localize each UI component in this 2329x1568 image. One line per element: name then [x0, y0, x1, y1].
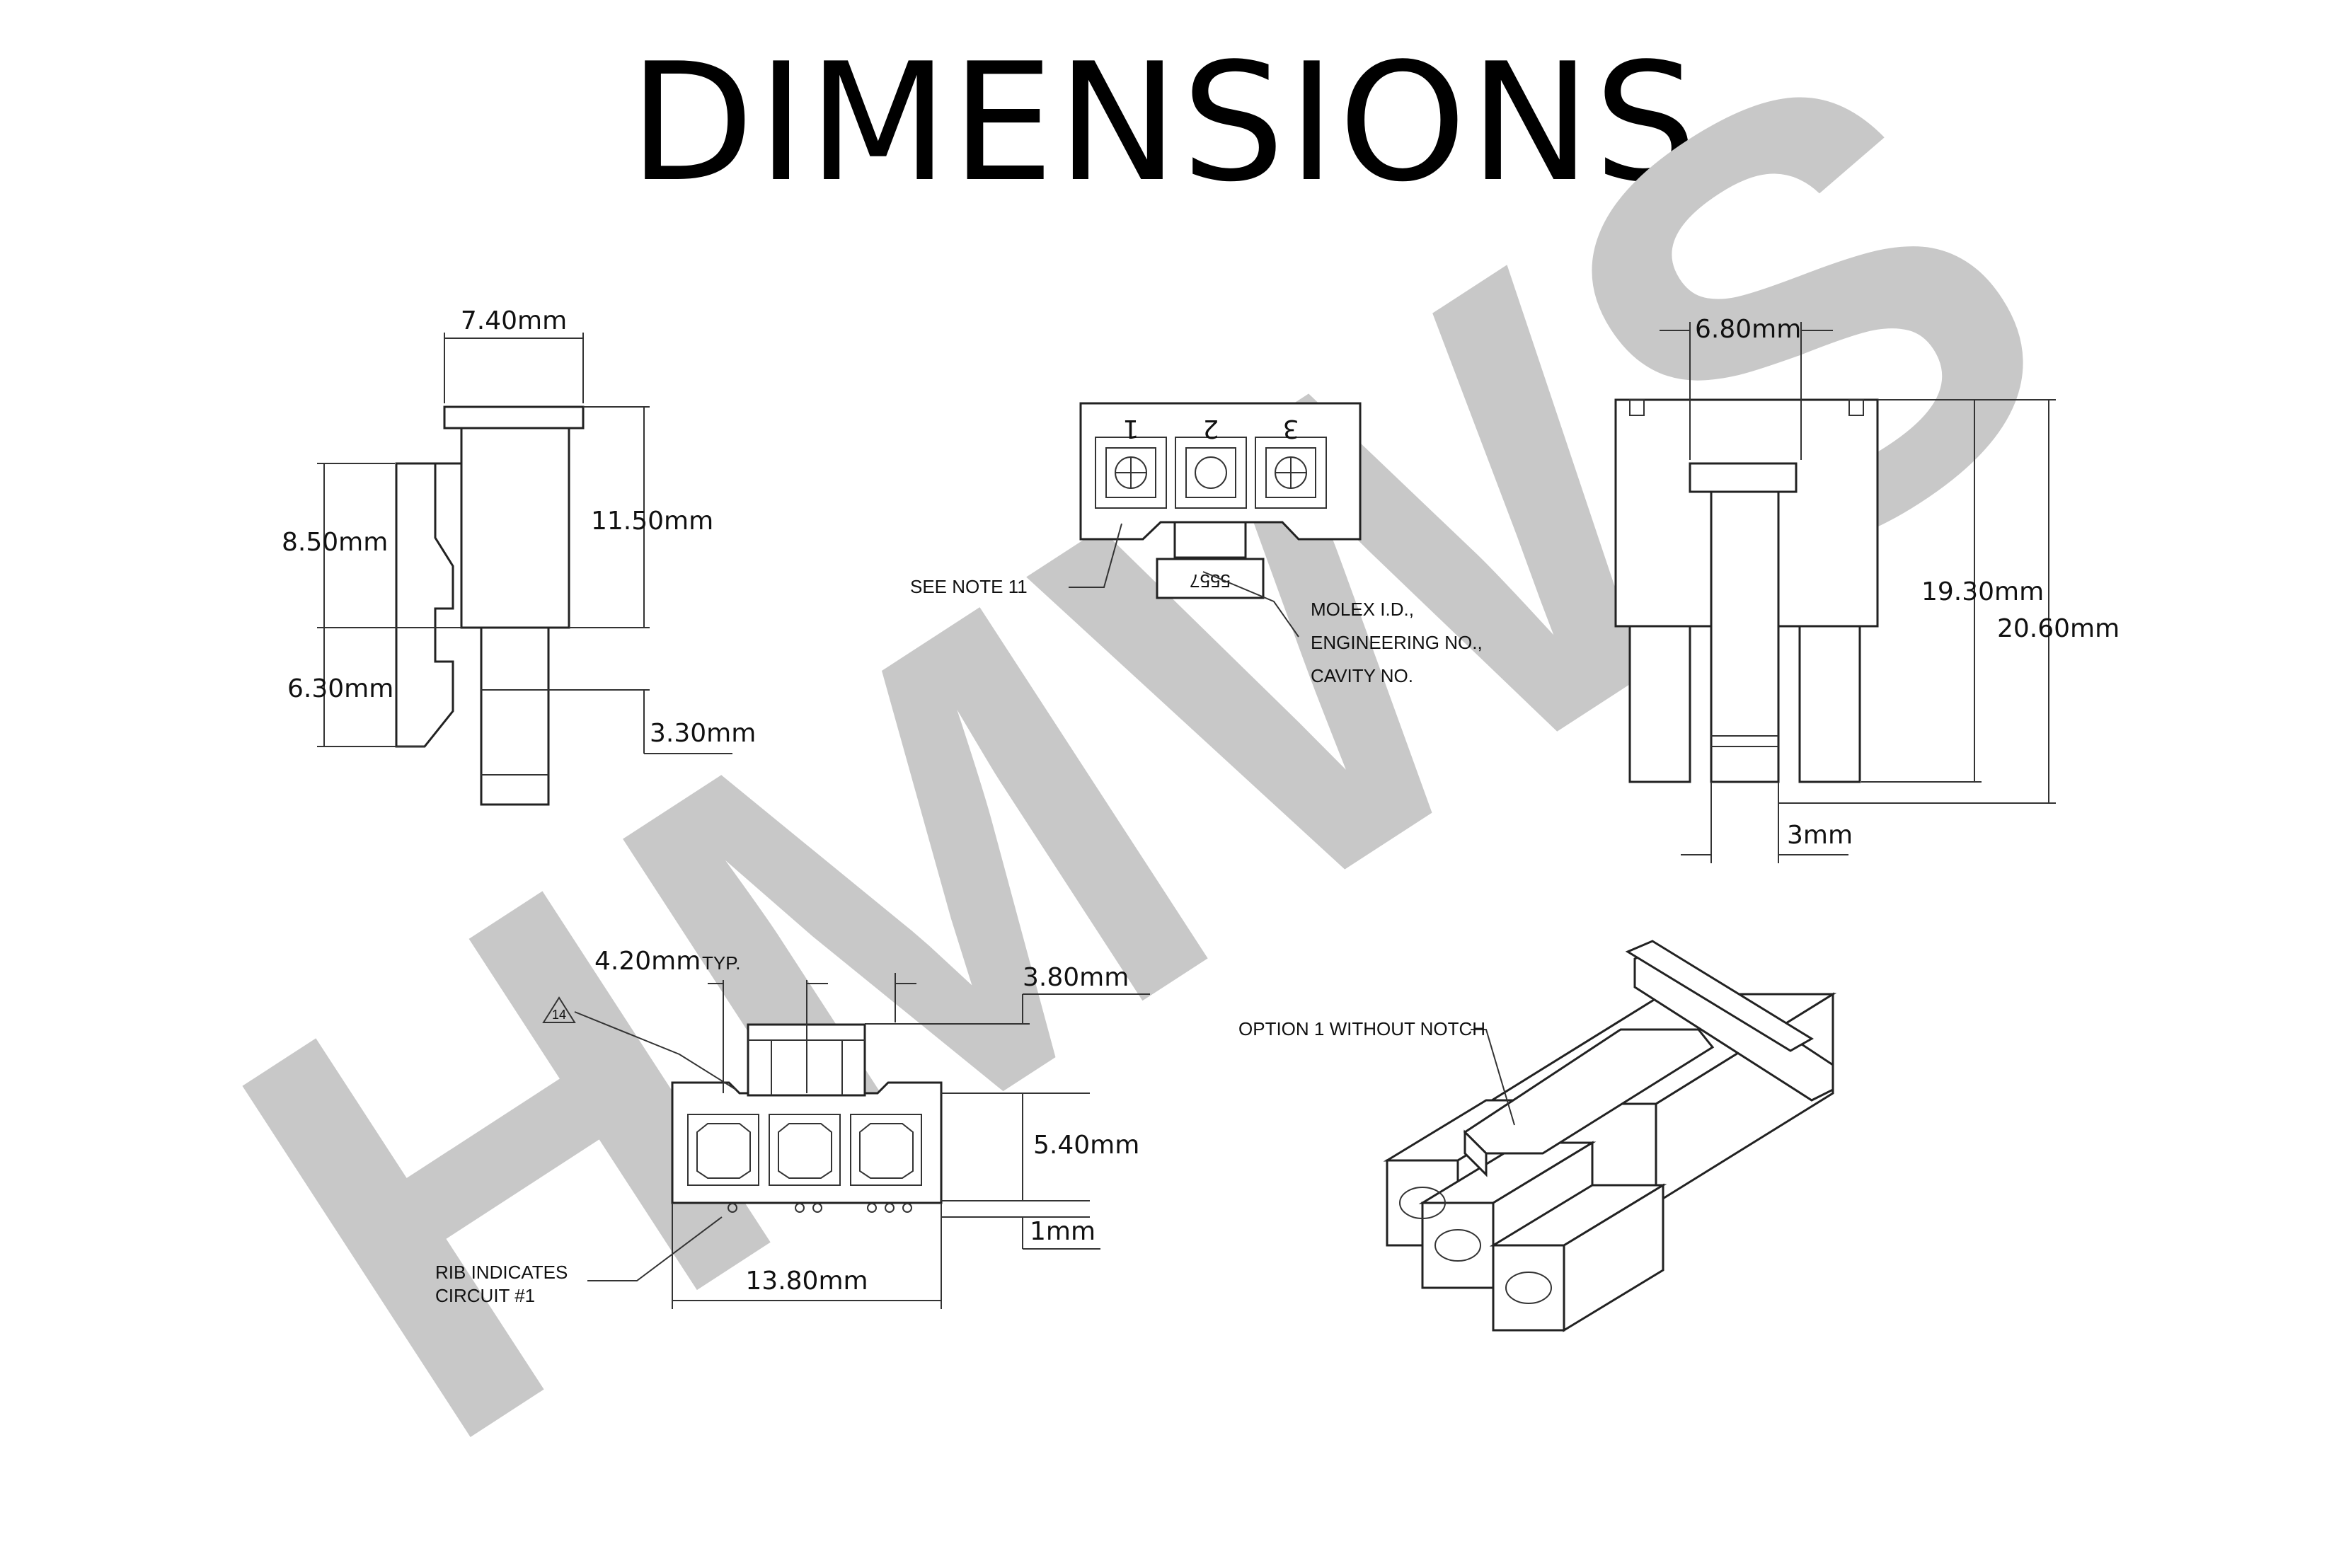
top-view-marking-plate: [1156, 558, 1265, 599]
dim-end-pitch: 4.20mm: [594, 947, 701, 976]
dim-end-tab-offset: 3.80mm: [1023, 963, 1129, 992]
cavity-number-3: 3: [1283, 414, 1299, 443]
page-title: DIMENSIONS: [628, 29, 1701, 218]
cavity-number-1: 1: [1123, 414, 1139, 443]
dim-side-width: 7.40mm: [461, 306, 567, 335]
note-marker: 14: [552, 1008, 566, 1022]
side-view-pin: [480, 626, 550, 806]
drawing-sheet: DIMENSIONS HMWS 7.40mm 11.50mm 8.50mm: [137, 0, 2170, 1568]
end-view-body: [671, 1081, 943, 1204]
isometric-view: OPTION 1 WITHOUT NOTCH: [1238, 940, 1837, 1332]
cavity-number-2: 2: [1203, 414, 1219, 443]
dim-front-latch-depth: 3mm: [1787, 821, 1853, 850]
cavity-3: [1255, 437, 1327, 509]
front-view: 6.80mm 19.30mm 20.60mm 3mm: [1614, 315, 2120, 863]
end-view: 4.20mm TYP. 3.80mm 5.40mm 1mm 13.80mm: [435, 947, 1150, 1309]
side-view: 7.40mm 11.50mm 8.50mm 6.30mm 3.30mm: [282, 306, 756, 806]
dim-side-latch-height: 8.50mm: [282, 528, 388, 557]
note-option-1: OPTION 1 WITHOUT NOTCH: [1238, 1018, 1485, 1039]
side-view-body: [460, 427, 570, 629]
end-view-ribs: [728, 1203, 912, 1213]
dim-end-pitch-suffix: TYP.: [702, 952, 740, 974]
note-14-triangle-icon: [542, 996, 576, 1023]
cavity-1: [1095, 437, 1167, 509]
dim-end-width: 13.80mm: [745, 1267, 868, 1296]
rib-note-1: RIB INDICATES: [435, 1262, 568, 1283]
dim-end-height: 5.40mm: [1033, 1131, 1139, 1160]
note-see-11: SEE NOTE 11: [910, 576, 1028, 597]
cavity-2: [1175, 437, 1247, 509]
dim-front-total-height: 20.60mm: [1997, 614, 2120, 643]
front-view-latch: [1710, 490, 1780, 783]
technical-drawing: 7.40mm 11.50mm 8.50mm 6.30mm 3.30mm: [282, 306, 2120, 1332]
dim-front-latch-width: 6.80mm: [1695, 315, 1801, 344]
end-view-cavities: [687, 1114, 922, 1186]
note-molex-1: MOLEX I.D.,: [1311, 599, 1414, 620]
rib-note-2: CIRCUIT #1: [435, 1285, 535, 1306]
side-view-latch: [395, 462, 461, 748]
dim-front-inner-height: 19.30mm: [1921, 577, 2044, 606]
dim-end-rib-height: 1mm: [1030, 1217, 1096, 1246]
note-molex-3: CAVITY NO.: [1311, 665, 1413, 686]
top-view: 5557 1 2 3: [910, 402, 1483, 686]
dim-side-lower-height: 6.30mm: [287, 674, 393, 703]
side-view-flange: [443, 405, 585, 430]
dim-side-body-height: 11.50mm: [591, 507, 713, 536]
top-view-outline: [1079, 402, 1362, 541]
note-molex-2: ENGINEERING NO.,: [1311, 632, 1483, 653]
dim-side-pin-height: 3.30mm: [650, 719, 756, 748]
